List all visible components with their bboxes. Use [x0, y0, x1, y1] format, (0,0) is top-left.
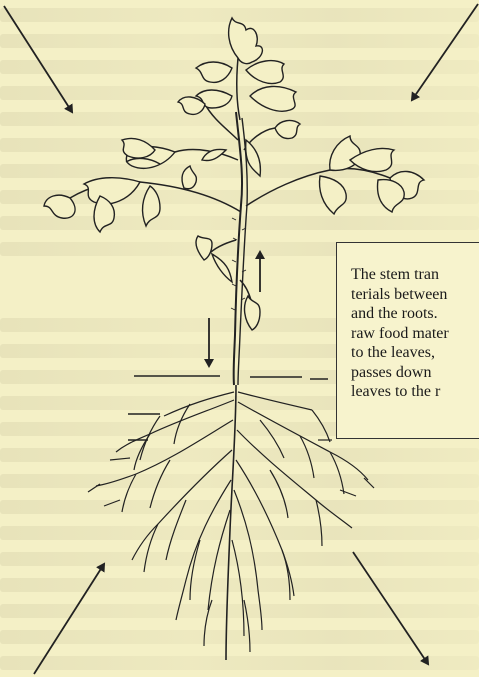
- caption-line: to the leaves,: [351, 343, 479, 363]
- caption-line: leaves to the r: [351, 382, 479, 402]
- caption-line: The stem tran: [351, 265, 479, 285]
- caption-line: terials between: [351, 285, 479, 305]
- corner-arrow-bottom-right: [353, 552, 428, 664]
- ground-line: [134, 376, 328, 379]
- corner-arrow-top-right: [412, 4, 478, 100]
- plant-stem: [231, 112, 247, 385]
- caption-box: The stem tran terials between and the ro…: [336, 242, 479, 439]
- corner-arrow-top-left: [4, 6, 72, 112]
- caption-line: and the roots.: [351, 304, 479, 324]
- caption-line: passes down: [351, 363, 479, 383]
- caption-line: raw food mater: [351, 324, 479, 344]
- plant-roots: [88, 385, 374, 660]
- corner-arrow-bottom-left: [34, 564, 104, 674]
